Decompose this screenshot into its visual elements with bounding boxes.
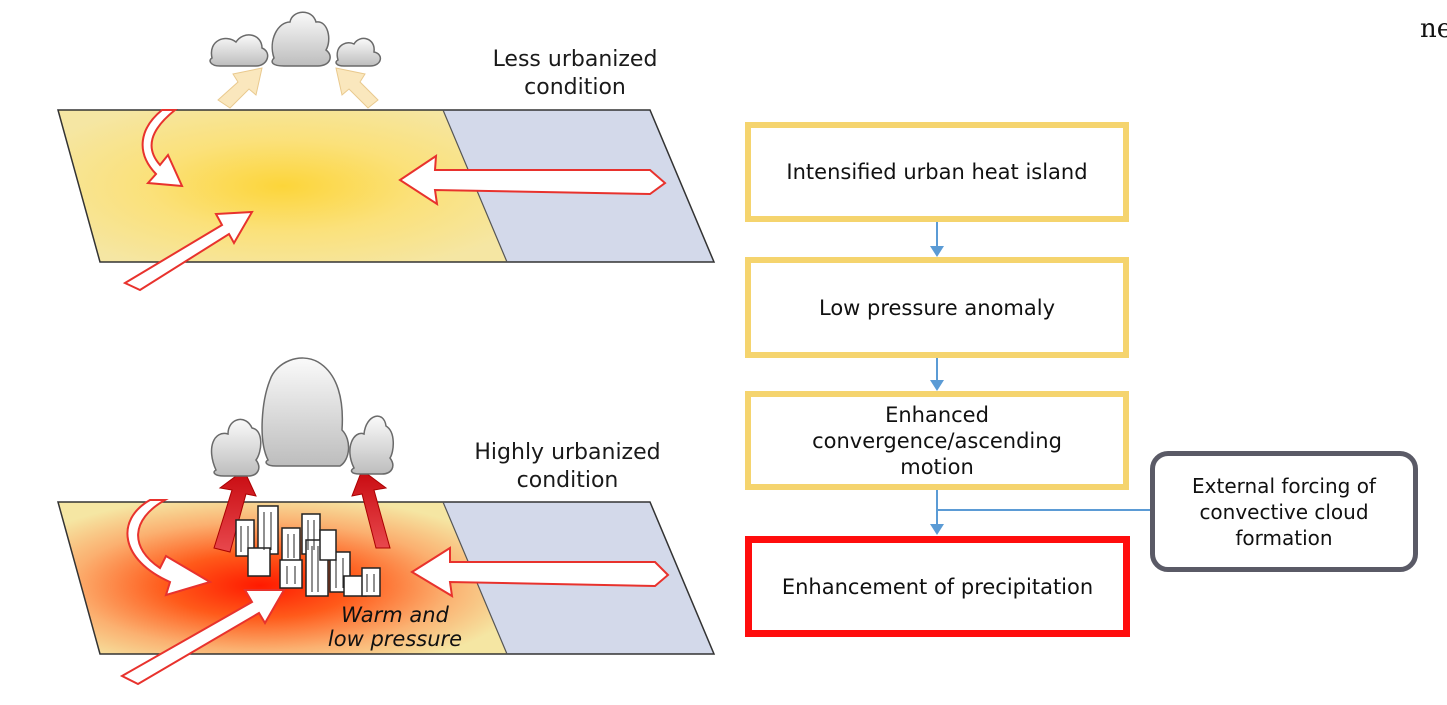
updraft-arrow-right-top [335,67,379,109]
cloud-left-bottom [210,418,262,477]
diagonal-inflow-arrow-bottom [119,589,286,686]
step-convergence-line2: convergence/ascending [812,428,1062,453]
updraft-arrow-left-top [217,67,263,109]
step-enhancement-precipitation: Enhancement of precipitation [745,536,1130,637]
step-low-pressure-anomaly-text: Low pressure anomaly [818,295,1056,320]
step-enhancement-precipitation-text: Enhancement of precipitation [781,574,1094,599]
building-windows [240,512,375,592]
diagonal-inflow-arrow-top [122,210,254,292]
warm-label-line1: Warm and [341,603,449,627]
external-forcing-line3: formation [1235,525,1333,550]
sea-breeze-arrow-bottom [410,546,670,598]
cloud-small-right-top [335,37,382,67]
highly-urbanized-panel [57,357,716,686]
sea-breeze-arrow-top [398,154,667,207]
curved-inflow-arrow-bottom [126,499,213,597]
step-convergence-line1: Enhanced [885,402,989,427]
external-forcing-line2: convective cloud [1199,499,1369,524]
curved-inflow-arrow-top [141,109,184,188]
step-enhanced-convergence: Enhanced convergence/ascending motion [745,391,1129,490]
external-forcing-line1: External forcing of [1192,473,1376,498]
updraft-arrow-left-bottom [213,469,257,553]
cloud-right-bottom [349,415,394,475]
cloud-tall-center-bottom [261,357,350,467]
highly-urbanized-label-line2: condition [516,468,619,493]
less-urbanized-label-line1: Less urbanized [492,47,658,72]
less-urbanized-label: Less urbanized condition [470,46,680,102]
flow-connectors [930,222,1154,535]
external-forcing-box: External forcing of convective cloud for… [1150,451,1418,572]
updraft-arrow-right-bottom [351,469,391,549]
cropped-corner-text: ne [1420,14,1447,44]
less-urbanized-panel [57,11,716,292]
step-urban-heat-island: Intensified urban heat island [745,122,1129,222]
less-urbanized-label-line2: condition [524,75,626,100]
highly-urbanized-label-line1: Highly urbanized [474,440,661,465]
step-urban-heat-island-text: Intensified urban heat island [786,160,1088,184]
warm-label-line2: low pressure [327,627,463,651]
warm-low-pressure-label: Warm and low pressure [300,603,490,651]
plane-outline-top [57,109,716,263]
land-area-top [58,110,507,262]
plane-outline-bottom [57,501,716,655]
step-low-pressure-anomaly: Low pressure anomaly [745,257,1129,358]
cloud-center-top [271,11,331,67]
step-convergence-line3: motion [900,454,974,479]
cloud-small-left-top [209,34,269,67]
highly-urbanized-label: Highly urbanized condition [455,439,680,495]
